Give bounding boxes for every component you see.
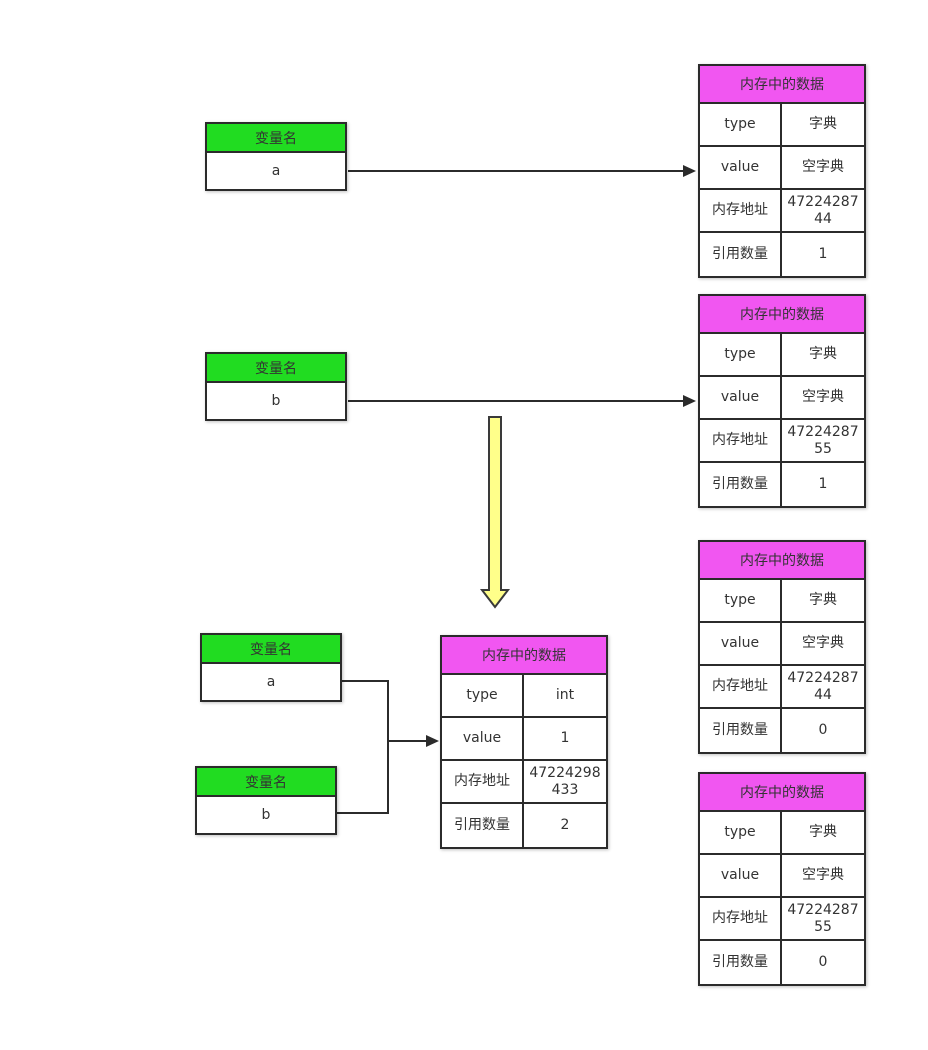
row-value: 空字典 bbox=[802, 389, 844, 405]
row-value: 字典 bbox=[809, 116, 837, 132]
row-value: 4722428744 bbox=[787, 193, 859, 227]
row-label: 引用数量 bbox=[700, 941, 782, 984]
row-value: 1 bbox=[818, 476, 828, 492]
row-label: type bbox=[700, 104, 782, 145]
row-value: 4722428744 bbox=[787, 669, 859, 703]
row-label: value bbox=[700, 147, 782, 188]
table-row: 引用数量 0 bbox=[700, 941, 864, 984]
row-label: type bbox=[700, 334, 782, 375]
row-label: 引用数量 bbox=[700, 233, 782, 276]
variable-box-header: 变量名 bbox=[207, 124, 345, 153]
row-label: type bbox=[700, 812, 782, 853]
table-row: 内存地址 4722428755 bbox=[700, 420, 864, 463]
table-row: type 字典 bbox=[700, 812, 864, 855]
row-label: value bbox=[700, 855, 782, 896]
variable-name: a bbox=[207, 153, 345, 189]
row-value: 4722428755 bbox=[787, 423, 859, 457]
memory-table-2: 内存中的数据 type 字典 value 空字典 内存地址 4722428755… bbox=[698, 294, 866, 508]
table-row: 内存地址 4722428744 bbox=[700, 666, 864, 709]
row-value: 空字典 bbox=[802, 635, 844, 651]
row-value: 空字典 bbox=[802, 159, 844, 175]
table-row: type 字典 bbox=[700, 580, 864, 623]
variable-box-header: 变量名 bbox=[202, 635, 340, 664]
memory-table-1: 内存中的数据 type 字典 value 空字典 内存地址 4722428744… bbox=[698, 64, 866, 278]
table-row: type 字典 bbox=[700, 104, 864, 147]
memory-table-title: 内存中的数据 bbox=[442, 637, 606, 675]
arrow-a-to-memory1 bbox=[348, 165, 696, 177]
variable-box-b-top: 变量名 b bbox=[205, 352, 347, 421]
memory-table-title: 内存中的数据 bbox=[700, 542, 864, 580]
row-value: 4722428755 bbox=[787, 901, 859, 935]
row-value: 47224298433 bbox=[529, 764, 601, 798]
row-label: type bbox=[442, 675, 524, 716]
row-label: value bbox=[700, 623, 782, 664]
row-value: 0 bbox=[818, 722, 828, 738]
row-value: 字典 bbox=[809, 346, 837, 362]
row-value: 字典 bbox=[809, 824, 837, 840]
table-row: value 空字典 bbox=[700, 147, 864, 190]
row-label: 引用数量 bbox=[442, 804, 524, 847]
row-label: 引用数量 bbox=[700, 463, 782, 506]
table-row: value 空字典 bbox=[700, 377, 864, 420]
table-row: 引用数量 1 bbox=[700, 463, 864, 506]
memory-table-int: 内存中的数据 type int value 1 内存地址 47224298433… bbox=[440, 635, 608, 849]
connector-a-b-to-int-table bbox=[337, 680, 439, 814]
row-value: 字典 bbox=[809, 592, 837, 608]
variable-name: b bbox=[197, 797, 335, 833]
table-row: 引用数量 2 bbox=[442, 804, 606, 847]
table-row: 引用数量 0 bbox=[700, 709, 864, 752]
row-label: 内存地址 bbox=[442, 761, 524, 802]
row-label: 内存地址 bbox=[700, 666, 782, 707]
row-value: 0 bbox=[818, 954, 828, 970]
variable-name: a bbox=[202, 664, 340, 700]
row-value: 1 bbox=[818, 246, 828, 262]
row-label: type bbox=[700, 580, 782, 621]
row-label: value bbox=[442, 718, 524, 759]
variable-name: b bbox=[207, 383, 345, 419]
table-row: type 字典 bbox=[700, 334, 864, 377]
row-value: 1 bbox=[560, 730, 570, 746]
row-value: 2 bbox=[560, 817, 570, 833]
variable-box-a-top: 变量名 a bbox=[205, 122, 347, 191]
yellow-transition-arrow bbox=[479, 416, 511, 609]
table-row: 引用数量 1 bbox=[700, 233, 864, 276]
table-row: type int bbox=[442, 675, 606, 718]
row-label: 内存地址 bbox=[700, 898, 782, 939]
table-row: value 空字典 bbox=[700, 623, 864, 666]
row-label: 引用数量 bbox=[700, 709, 782, 752]
row-value: 空字典 bbox=[802, 867, 844, 883]
variable-box-a-bottom: 变量名 a bbox=[200, 633, 342, 702]
row-label: 内存地址 bbox=[700, 420, 782, 461]
table-row: value 1 bbox=[442, 718, 606, 761]
row-value: int bbox=[555, 687, 575, 703]
memory-table-title: 内存中的数据 bbox=[700, 774, 864, 812]
variable-box-header: 变量名 bbox=[197, 768, 335, 797]
memory-table-title: 内存中的数据 bbox=[700, 296, 864, 334]
table-row: value 空字典 bbox=[700, 855, 864, 898]
memory-table-4: 内存中的数据 type 字典 value 空字典 内存地址 4722428744… bbox=[698, 540, 866, 754]
variable-box-header: 变量名 bbox=[207, 354, 345, 383]
table-row: 内存地址 47224298433 bbox=[442, 761, 606, 804]
row-label: 内存地址 bbox=[700, 190, 782, 231]
memory-table-5: 内存中的数据 type 字典 value 空字典 内存地址 4722428755… bbox=[698, 772, 866, 986]
memory-table-title: 内存中的数据 bbox=[700, 66, 864, 104]
arrow-b-to-memory2 bbox=[348, 395, 696, 407]
row-label: value bbox=[700, 377, 782, 418]
table-row: 内存地址 4722428755 bbox=[700, 898, 864, 941]
variable-box-b-bottom: 变量名 b bbox=[195, 766, 337, 835]
table-row: 内存地址 4722428744 bbox=[700, 190, 864, 233]
